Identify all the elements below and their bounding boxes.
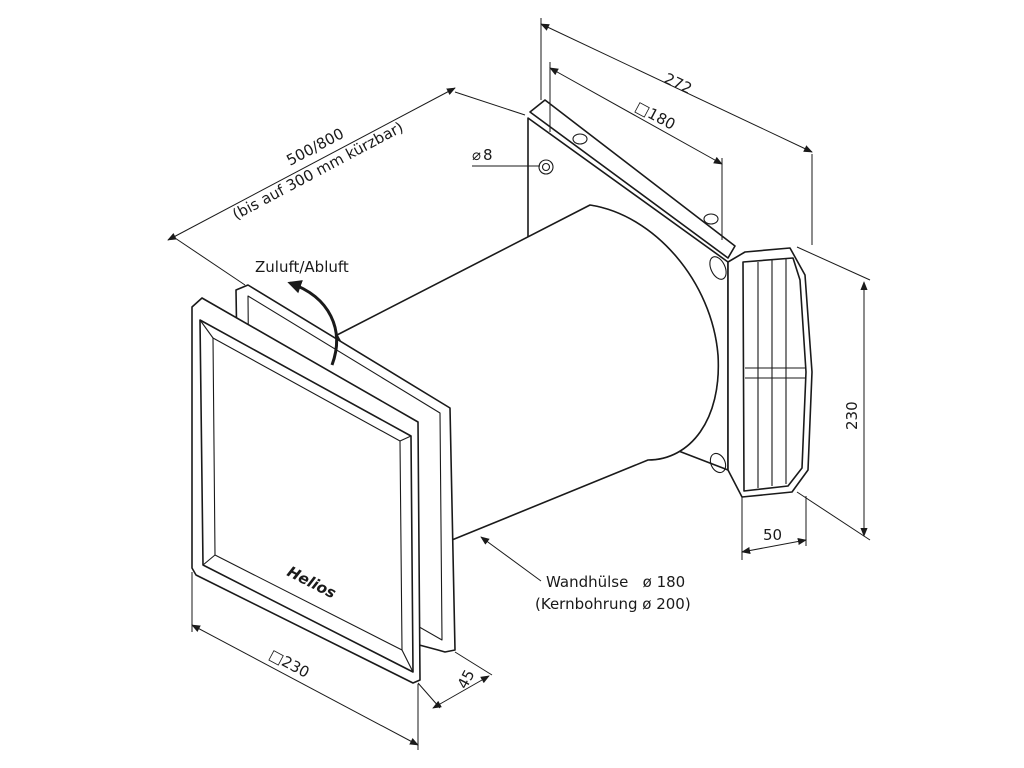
dimension-height-value: 230 <box>843 401 861 430</box>
dimension-cover-depth-value: 45 <box>454 667 479 692</box>
dimension-screw: ⌀8 <box>472 146 540 167</box>
fixing-screw-icon <box>538 159 554 175</box>
dimension-screw-value: ⌀8 <box>472 146 493 164</box>
wall-sleeve-label: Wandhülse ø 180 <box>546 573 685 591</box>
airflow-arrow <box>287 280 338 366</box>
dimension-length-note: (bis auf 300 mm kürzbar) <box>229 118 406 223</box>
dimension-outer-depth-value: 50 <box>763 526 782 544</box>
diameter-symbol-icon: ⌀ <box>472 146 481 164</box>
dimension-plate-square-value: □180 <box>632 98 678 134</box>
core-drill-label: (Kernbohrung ø 200) <box>535 595 691 613</box>
dimension-cover-depth: 45 <box>417 651 493 709</box>
dimension-height: 230 <box>796 246 871 541</box>
dimension-overall-depth-value: 272 <box>661 69 695 97</box>
dimension-length: 500/800 (bis auf 300 mm kürzbar) <box>167 87 526 286</box>
front-cover: Helios <box>191 297 421 684</box>
wall-sleeve-callout: Wandhülse ø 180 (Kernbohrung ø 200) <box>480 536 691 613</box>
airflow-label: Zuluft/Abluft <box>255 258 349 276</box>
dimension-outer-depth: 50 <box>741 496 807 560</box>
outer-grille-slats <box>745 259 806 488</box>
